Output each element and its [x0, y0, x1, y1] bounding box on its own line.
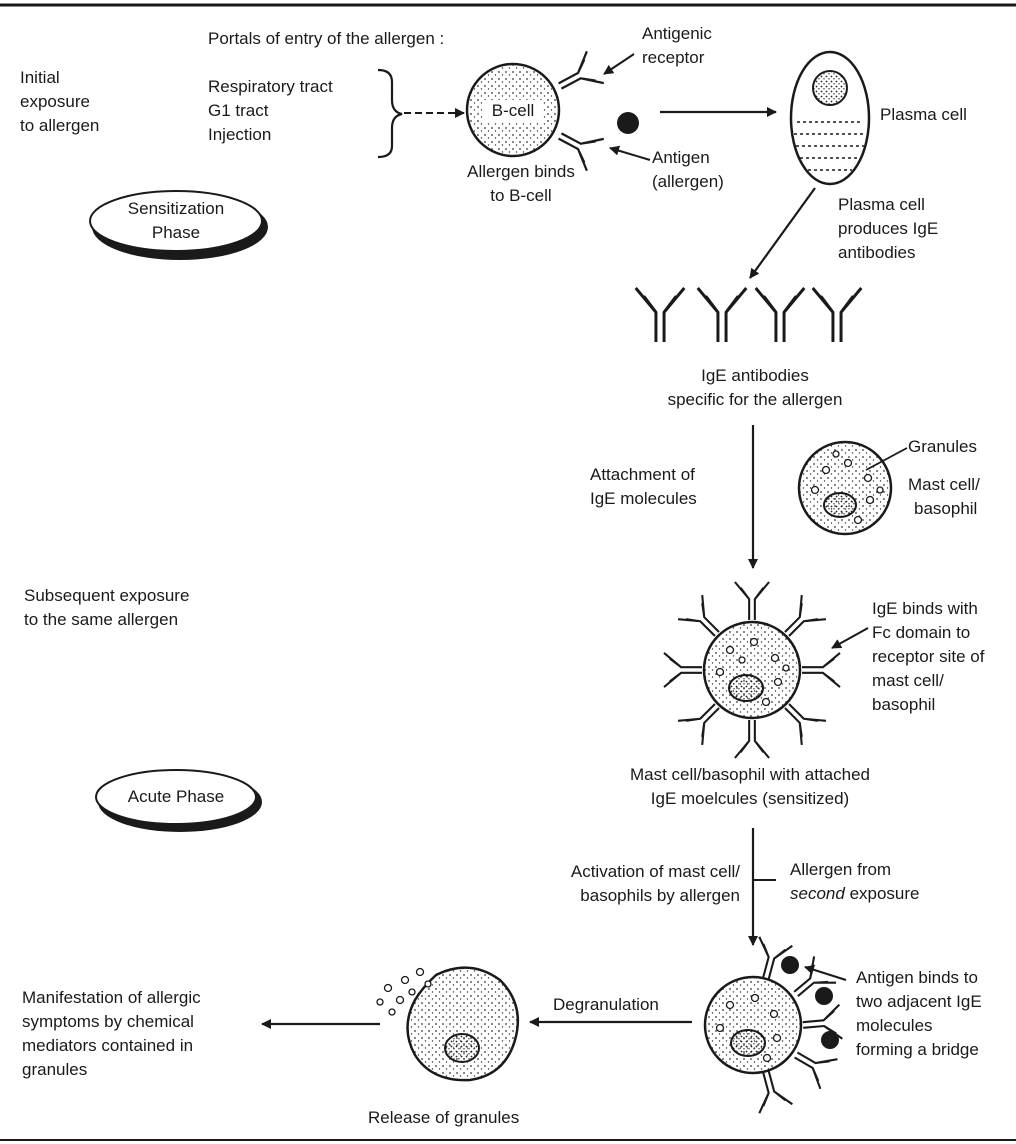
plasma-cell	[789, 50, 871, 186]
acute-phase-label: Acute Phase	[127, 787, 225, 806]
portals-list: Respiratory tract G1 tract Injection	[208, 77, 333, 144]
crosslinked-ige	[748, 935, 844, 1115]
sensitization-phase-oval	[89, 190, 268, 260]
portals-brace	[377, 68, 403, 159]
antigen-binds-label: Antigen binds to two adjacent IgE molecu…	[856, 968, 982, 1059]
antigenic-receptor-label: Antigenic receptor	[642, 24, 712, 67]
bcell-receptor-top	[550, 50, 605, 103]
sensitized-label: Mast cell/basophil with attached IgE moe…	[629, 765, 871, 808]
granules-label: Granules	[908, 437, 977, 456]
portals-title: Portals of entry of the allergen :	[208, 29, 445, 48]
sensitized-mast-cell	[702, 620, 802, 720]
release-granules-label: Release of granules	[368, 1108, 520, 1127]
plasma-produces-label: Plasma cell produces IgE antibodies	[838, 195, 939, 262]
b-cell	[465, 62, 561, 158]
allergen-binds-label: Allergen binds to B-cell	[467, 162, 575, 205]
pointer-granules	[865, 447, 908, 471]
pointer-antigen-binds	[804, 964, 847, 981]
attachment-label: Attachment of IgE molecules	[590, 465, 697, 508]
degranulation-label: Degranulation	[553, 995, 659, 1014]
allergen-second-exposure-label: Allergen from second exposure	[790, 860, 920, 903]
activated-mast-cell	[703, 975, 803, 1075]
mast-cell-label: Mast cell/ basophil	[908, 475, 980, 518]
pointer-antigen	[609, 145, 651, 161]
pointer-ige-binds	[831, 627, 869, 649]
antigen-label: Antigen (allergen)	[652, 148, 724, 191]
arrow-to-ige	[749, 187, 816, 279]
sensitization-phase-label: Sensitization Phase	[127, 199, 225, 242]
subsequent-exposure-label: Subsequent exposure to the same allergen	[24, 586, 190, 629]
b-cell-label: B-cell	[491, 101, 535, 120]
acute-phase-oval	[95, 769, 262, 832]
antigen-dot	[617, 112, 639, 134]
manifestation-label: Manifestation of allergic symptoms by ch…	[22, 988, 201, 1079]
ige-antibodies-label: IgE antibodies specific for the allergen	[667, 366, 843, 409]
ige-binds-label: IgE binds with Fc domain to receptor sit…	[872, 599, 985, 714]
activation-label: Activation of mast cell/ basophils by al…	[570, 862, 740, 905]
pointer-antigenic-receptor	[603, 53, 635, 75]
plasma-cell-label: Plasma cell	[880, 105, 967, 124]
mast-cell	[797, 440, 893, 536]
degranulating-cell	[376, 966, 520, 1082]
ige-antibodies-row	[634, 286, 863, 344]
initial-exposure-label: Initial exposure to allergen	[20, 68, 100, 135]
